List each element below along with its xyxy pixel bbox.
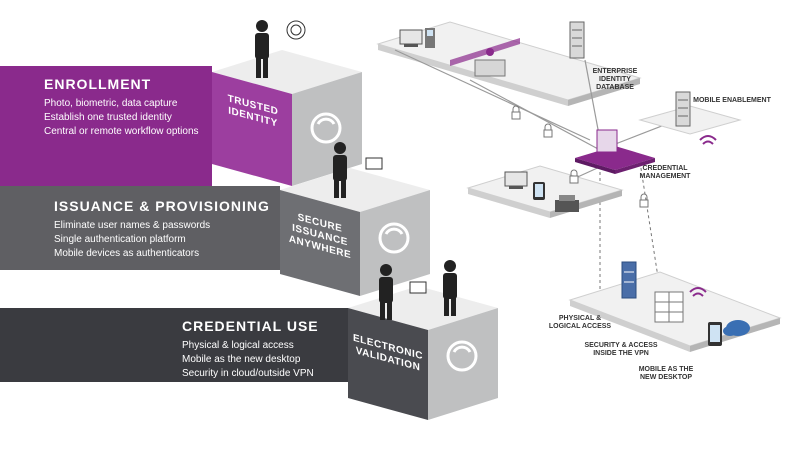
- cube-face-secure: [280, 190, 360, 296]
- credential-title: CREDENTIAL USE: [182, 318, 319, 334]
- wifi-icon: [699, 135, 717, 145]
- dashed-link: [639, 161, 661, 291]
- band-credential-use: [0, 308, 348, 382]
- person-icon: [333, 142, 347, 198]
- credential-terminal-icon: [596, 129, 618, 153]
- padlock-icon: [511, 105, 521, 120]
- band-enrollment: [0, 66, 212, 186]
- computer-icon: [504, 171, 528, 189]
- phone-icon: [708, 322, 722, 346]
- credential-line: Physical & logical access: [182, 340, 294, 351]
- enrollment-line: Photo, biometric, data capture: [44, 98, 178, 109]
- fingerprint-icon: [286, 20, 306, 40]
- credential-line: Security in cloud/outside VPN: [182, 368, 314, 379]
- trust-seal-icon: [310, 112, 342, 144]
- cube-top-enrollment: [212, 50, 362, 94]
- enrollment-line: Establish one trusted identity: [44, 112, 172, 123]
- kiosk-icon: [425, 28, 435, 48]
- printer-icon: [555, 195, 579, 212]
- person-icon: [255, 20, 269, 78]
- label-physical-logical-access: PHYSICAL & LOGICAL ACCESS: [548, 315, 612, 330]
- label-mobile-enablement: MOBILE ENABLEMENT: [693, 97, 771, 104]
- credential-line: Mobile as the new desktop: [182, 354, 301, 365]
- computer-icon: [399, 29, 423, 47]
- label-credential-management: CREDENTIAL MANAGEMENT: [639, 165, 691, 180]
- padlock-icon: [543, 123, 553, 138]
- server-icon: [621, 261, 637, 299]
- cube-side-issuance: [360, 190, 430, 296]
- band-issuance: [0, 186, 280, 270]
- label-security-inside-vpn: SECURITY & ACCESS INSIDE THE VPN: [584, 342, 658, 357]
- cube-top-issuance: [280, 168, 430, 212]
- desk-icon: [474, 48, 506, 77]
- person-icon: [443, 260, 457, 316]
- tablet-icon: [533, 182, 545, 200]
- label-mobile-new-desktop: MOBILE AS THE NEW DESKTOP: [638, 366, 694, 381]
- trust-seal-icon: [378, 222, 410, 254]
- wifi-icon: [689, 287, 707, 297]
- issuance-line: Single authentication platform: [54, 234, 186, 245]
- padlock-icon: [639, 193, 649, 208]
- enrollment-title: ENROLLMENT: [44, 76, 152, 92]
- issuance-line: Eliminate user names & passwords: [54, 220, 211, 231]
- access-panel-icon: [654, 291, 684, 323]
- id-card-icon: [409, 281, 427, 294]
- enrollment-line: Central or remote workflow options: [44, 126, 199, 137]
- label-enterprise-identity-database: ENTERPRISE IDENTITY DATABASE: [592, 68, 638, 91]
- trust-seal-icon: [446, 340, 478, 372]
- network-line: [394, 49, 591, 141]
- cube-face-electronic: [348, 308, 428, 420]
- padlock-icon: [569, 169, 579, 184]
- cube-side-credential: [428, 308, 498, 420]
- person-icon: [379, 264, 393, 320]
- id-card-icon: [365, 157, 383, 170]
- issuance-title: ISSUANCE & PROVISIONING: [54, 198, 270, 214]
- cloud-icon: [723, 320, 750, 336]
- cube-face-trusted: [212, 72, 292, 186]
- server-icon: [675, 91, 691, 127]
- issuance-line: Mobile devices as authenticators: [54, 248, 200, 259]
- server-icon: [569, 21, 585, 59]
